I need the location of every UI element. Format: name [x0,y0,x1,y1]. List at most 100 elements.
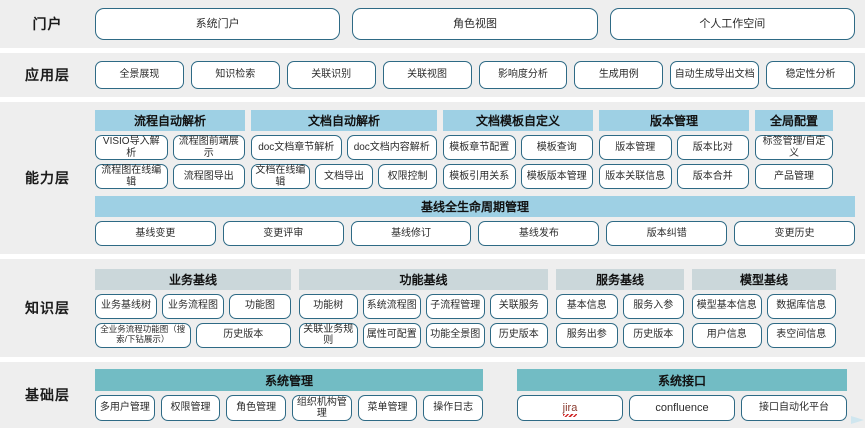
knowledge-item-1-1-2[interactable]: 功能全景图 [426,322,485,348]
knowledge-group-2: 服务基线基本信息服务入参服务出参历史版本 [556,268,684,348]
foundation-item-0-1[interactable]: 权限管理 [160,395,221,421]
capability-item-2-1-0[interactable]: 模板引用关系 [443,164,516,189]
foundation-item-0-3[interactable]: 组织机构管理 [292,395,352,421]
baseline-lifecycle-block: 基线全生命周期管理 基线变更变更评审基线修订基线发布版本纠错变更历史 [95,196,855,246]
capability-item-4-0-0[interactable]: 标签管理/自定义 [755,135,833,160]
knowledge-item-1-0-1[interactable]: 系统流程图 [362,293,421,319]
portal-layer-row: 门户 系统门户 角色视图 个人工作空间 [0,0,865,48]
capability-item-1-1-1[interactable]: 文档导出 [314,164,374,189]
capability-item-0-1-1[interactable]: 流程图导出 [172,164,245,189]
knowledge-layer-row: 知识层 业务基线业务基线树业务流程图功能图全业务流程功能图（搜索/下钻展示）历史… [0,259,865,357]
capability-item-1-1-2[interactable]: 权限控制 [378,164,438,189]
capability-item-1-1-0[interactable]: 文档在线编辑 [251,164,310,189]
knowledge-item-3-1-1[interactable]: 表空间信息 [766,322,836,348]
knowledge-item-3-0-1[interactable]: 数据库信息 [766,293,836,319]
knowledge-item-2-0-1[interactable]: 服务入参 [622,293,684,319]
capability-item-2-0-1[interactable]: 模板查询 [520,135,593,160]
foundation-group-0: 系统管理多用户管理权限管理角色管理组织机构管理菜单管理操作日志 [95,369,484,421]
foundation-item-0-2[interactable]: 角色管理 [226,395,287,421]
foundation-item-0-4[interactable]: 菜单管理 [357,395,418,421]
application-item-list: 全景展现 知识检索 关联识别 关联视图 影响度分析 生成用例 自动生成导出文档 … [95,61,855,89]
knowledge-item-0-0-2[interactable]: 功能图 [229,293,291,319]
capability-item-4-1-0[interactable]: 产品管理 [755,164,833,189]
capability-item-1-0-1[interactable]: doc文档内容解析 [346,135,437,160]
capability-group-header-3: 版本管理 [599,110,749,131]
application-item-3[interactable]: 关联视图 [382,61,472,89]
capability-item-1-0-0[interactable]: doc文档章节解析 [251,135,342,160]
capability-item-0-1-0[interactable]: 流程图在线编辑 [95,164,168,189]
knowledge-item-1-0-3[interactable]: 关联服务 [489,293,548,319]
capability-group-rows-3: 版本管理版本比对版本关联信息版本合并 [599,135,749,189]
knowledge-item-0-0-0[interactable]: 业务基线树 [95,293,157,319]
application-item-2[interactable]: 关联识别 [286,61,376,89]
knowledge-item-1-0-2[interactable]: 子流程管理 [426,293,485,319]
baseline-item-0[interactable]: 基线变更 [95,221,216,246]
jira-label: jira [562,401,578,418]
knowledge-item-1-0-0[interactable]: 功能树 [299,293,358,319]
knowledge-group-0: 业务基线业务基线树业务流程图功能图全业务流程功能图（搜索/下钻展示）历史版本 [95,268,291,348]
capability-item-2-1-1[interactable]: 模板版本管理 [520,164,593,189]
foundation-item-0-5[interactable]: 操作日志 [423,395,484,421]
knowledge-group-header-1: 功能基线 [299,268,548,290]
knowledge-item-1-1-3[interactable]: 历史版本 [489,322,548,348]
application-layer-label: 应用层 [25,67,70,83]
capability-item-0-0-1[interactable]: 流程图前端展示 [172,135,245,160]
foundation-item-1-2[interactable]: 接口自动化平台 [741,395,847,421]
knowledge-item-2-1-0[interactable]: 服务出参 [556,322,618,348]
knowledge-item-0-0-1[interactable]: 业务流程图 [162,293,224,319]
knowledge-item-2-0-0[interactable]: 基本信息 [556,293,618,319]
knowledge-layer-label: 知识层 [25,300,70,316]
portal-item-1[interactable]: 角色视图 [352,8,598,40]
application-item-6[interactable]: 自动生成导出文档 [670,61,760,89]
capability-item-3-0-0[interactable]: 版本管理 [599,135,672,160]
foundation-item-0-0[interactable]: 多用户管理 [95,395,155,421]
capability-group-header-1: 文档自动解析 [251,110,437,131]
capability-item-0-0-0[interactable]: VISIO导入解析 [95,135,168,160]
capability-row-3-1: 版本关联信息版本合并 [599,164,749,189]
knowledge-item-2-1-1[interactable]: 历史版本 [622,322,684,348]
knowledge-item-1-1-1[interactable]: 属性可配置 [362,322,421,348]
application-item-5[interactable]: 生成用例 [574,61,664,89]
knowledge-row-0-1: 全业务流程功能图（搜索/下钻展示）历史版本 [95,322,291,348]
application-item-4[interactable]: 影响度分析 [478,61,568,89]
baseline-item-1[interactable]: 变更评审 [222,221,344,246]
knowledge-row-1-1: 关联业务规则属性可配置功能全景图历史版本 [299,322,548,348]
knowledge-item-3-1-0[interactable]: 用户信息 [692,322,762,348]
capability-item-3-1-1[interactable]: 版本合并 [676,164,749,189]
knowledge-item-3-0-0[interactable]: 模型基本信息 [692,293,762,319]
portal-item-2[interactable]: 个人工作空间 [609,8,855,40]
knowledge-row-3-0: 模型基本信息数据库信息 [692,293,836,319]
baseline-item-4[interactable]: 版本纠错 [606,221,728,246]
capability-group-4: 全局配置标签管理/自定义产品管理 [755,110,833,189]
knowledge-item-0-1-1[interactable]: 历史版本 [195,322,291,348]
capability-item-3-1-0[interactable]: 版本关联信息 [599,164,672,189]
portal-item-0[interactable]: 系统门户 [95,8,341,40]
knowledge-layer-body: 业务基线业务基线树业务流程图功能图全业务流程功能图（搜索/下钻展示）历史版本功能… [95,268,865,348]
baseline-item-2[interactable]: 基线修订 [350,221,472,246]
baseline-item-3[interactable]: 基线发布 [478,221,600,246]
capability-row-2-0: 模板章节配置模板查询 [443,135,593,160]
capability-group-2: 文档模板自定义模板章节配置模板查询模板引用关系模板版本管理 [443,110,593,189]
knowledge-item-0-1-0[interactable]: 全业务流程功能图（搜索/下钻展示） [95,322,191,348]
knowledge-item-1-1-0[interactable]: 关联业务规则 [299,322,358,348]
application-item-7[interactable]: 稳定性分析 [766,61,855,89]
baseline-item-5[interactable]: 变更历史 [734,221,855,246]
capability-item-2-0-0[interactable]: 模板章节配置 [443,135,516,160]
capability-group-rows-2: 模板章节配置模板查询模板引用关系模板版本管理 [443,135,593,189]
portal-layer-body: 系统门户 角色视图 个人工作空间 [95,8,865,40]
application-item-0[interactable]: 全景展现 [95,61,184,89]
capability-item-3-0-1[interactable]: 版本比对 [676,135,749,160]
foundation-item-1-0[interactable]: jira [517,395,623,421]
application-item-1[interactable]: 知识检索 [190,61,280,89]
foundation-item-1-1[interactable]: confluence [629,395,735,421]
knowledge-row-2-0: 基本信息服务入参 [556,293,684,319]
